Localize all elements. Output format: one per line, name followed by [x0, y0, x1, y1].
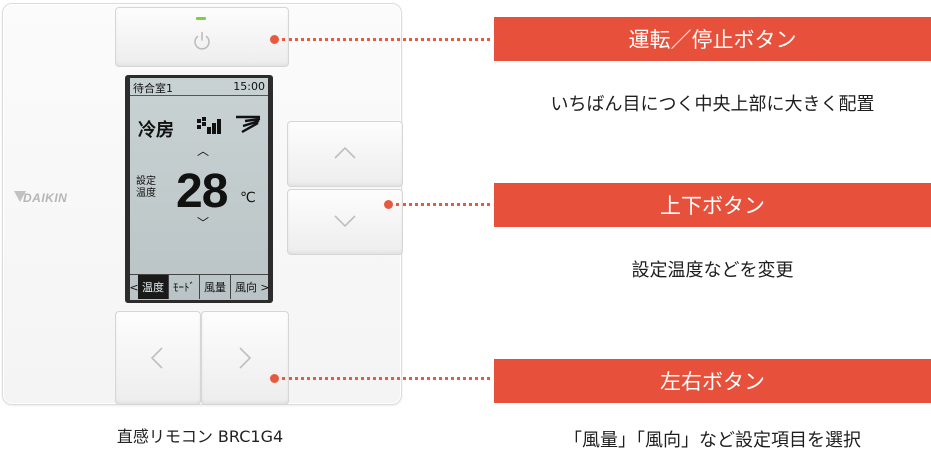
callout-desc-leftright: 「風量」「風向」など設定項目を選択	[564, 430, 861, 451]
model-caption: 直感リモコン BRC1G4	[116, 427, 284, 446]
remote-controller: DAIKIN 待合室1 15:00 冷房	[2, 3, 403, 405]
set-temperature-value: 28	[176, 165, 228, 218]
down-button[interactable]	[287, 189, 403, 255]
room-name: 待合室1	[133, 82, 173, 95]
lcd-tab-bar: < 温度 ﾓｰﾄﾞ 風量 風向 >	[129, 274, 270, 299]
callout-dot-leftright	[270, 374, 279, 383]
airflow-icon	[236, 115, 261, 134]
callout-title-power: 運転／停止ボタン	[494, 17, 931, 61]
daikin-mark-icon	[14, 191, 26, 202]
up-button[interactable]	[287, 121, 403, 187]
callout-line-power	[282, 38, 490, 41]
chevron-right-icon	[239, 347, 252, 369]
callout-dot-power	[270, 35, 279, 44]
chevron-down-icon	[334, 215, 356, 228]
tab-fan-speed[interactable]: 風量	[200, 275, 231, 299]
temperature-unit: ℃	[240, 190, 256, 206]
power-button[interactable]	[115, 7, 289, 67]
caret-down-icon: ﹀	[197, 216, 210, 230]
tab-right-arrow-icon: >	[260, 280, 270, 294]
set-label-line1: 設定	[136, 176, 156, 187]
clock-time: 15:00	[233, 80, 265, 93]
chevron-up-icon	[334, 146, 356, 159]
power-indicator-led	[196, 17, 206, 20]
lcd-screen: 待合室1 15:00 冷房 ︿ 設定 温度 28	[129, 78, 270, 300]
caret-up-icon: ︿	[197, 144, 210, 158]
callout-title-leftright: 左右ボタン	[494, 359, 931, 403]
callout-line-updown	[396, 203, 490, 206]
brand-logo: DAIKIN	[14, 191, 68, 205]
tab-mode[interactable]: ﾓｰﾄﾞ	[169, 275, 200, 299]
set-temperature-label: 設定 温度	[136, 176, 156, 200]
left-button[interactable]	[115, 311, 201, 405]
brand-name: DAIKIN	[23, 191, 68, 205]
callout-line-leftright	[282, 377, 490, 380]
lcd-status-bar: 待合室1 15:00	[130, 78, 268, 96]
tab-temperature[interactable]: 温度	[138, 275, 169, 299]
tab-left-arrow-icon: <	[129, 280, 139, 294]
set-label-line2: 温度	[136, 188, 156, 199]
callout-title-updown: 上下ボタン	[494, 183, 931, 227]
power-icon	[194, 31, 210, 50]
lcd-frame: 待合室1 15:00 冷房 ︿ 設定 温度 28	[125, 75, 273, 303]
tab-airflow-direction[interactable]: 風向	[235, 281, 257, 294]
signal-strength-icon	[197, 117, 221, 134]
right-button[interactable]	[201, 311, 289, 405]
callout-dot-updown	[384, 200, 393, 209]
callout-desc-power: いちばん目につく中央上部に大きく配置	[550, 94, 875, 115]
callout-desc-updown: 設定温度などを変更	[631, 260, 794, 281]
chevron-left-icon	[150, 347, 163, 369]
operation-mode: 冷房	[138, 120, 174, 141]
